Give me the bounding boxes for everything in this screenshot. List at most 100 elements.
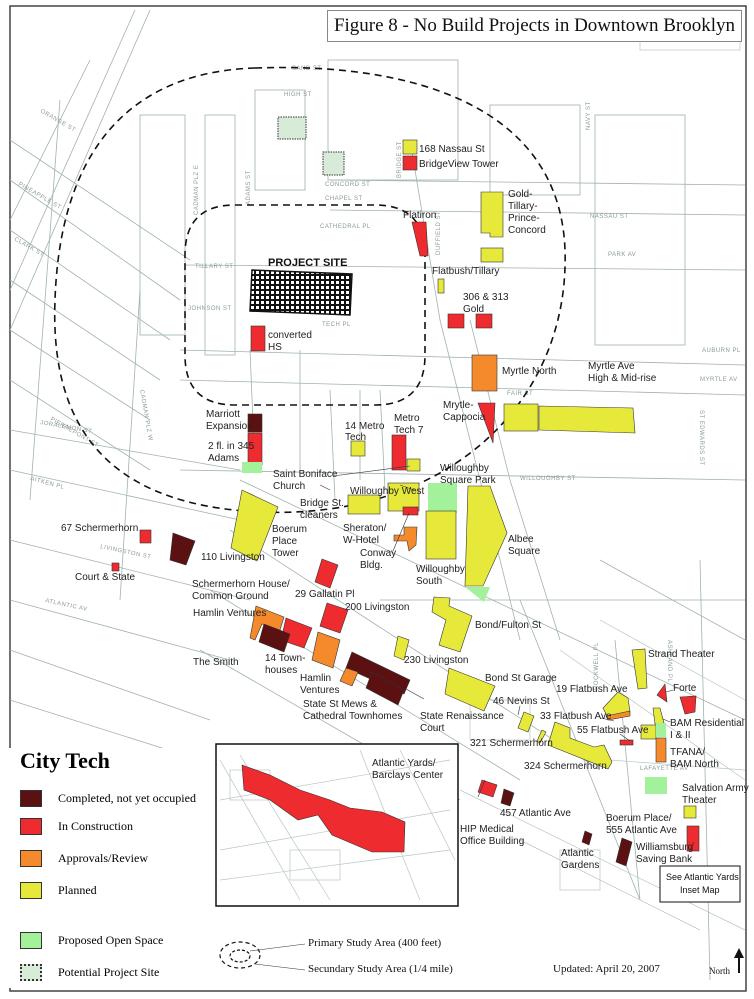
leader-lines xyxy=(319,465,695,851)
street-label: ADAMS ST xyxy=(246,170,252,205)
street-label: BRIDGE ST xyxy=(397,141,403,178)
parcel-bridge-st-cleaners xyxy=(347,494,381,515)
parcel-29-gallatin xyxy=(314,558,339,589)
parcel-hamlin-ventures xyxy=(311,631,341,669)
legend-item-construction: In Construction xyxy=(20,816,133,836)
label-metrotech-7: Tech 7 xyxy=(394,425,424,436)
parcel-46-nevins xyxy=(517,711,535,733)
label-555-atlantic: Boerum Place/ xyxy=(606,813,672,824)
legend-swatch xyxy=(20,817,42,835)
street-label: PARK AV xyxy=(608,252,636,258)
parcel-hip xyxy=(477,779,498,798)
label-willoughby-west: Willoughby West xyxy=(350,486,425,497)
street-label: TECH PL xyxy=(322,322,351,328)
parcel-14-metrotech xyxy=(350,440,366,457)
label-conway: Conway xyxy=(360,548,396,559)
label-atlantic-gardens: Gardens xyxy=(561,860,599,871)
label-state-st-mews: State St Mews & xyxy=(303,699,377,710)
label-williamsburg: Saving Bank xyxy=(636,854,693,865)
street-label: ROCKWELL PL xyxy=(594,642,600,690)
label-29-gallatin: 29 Gallatin Pl xyxy=(295,589,354,600)
parcel-court-state xyxy=(111,562,120,572)
inset-note[interactable]: See Atlantic Yards Inset Map xyxy=(659,865,741,903)
legend-item-potential: Potential Project Site xyxy=(20,962,159,982)
parcel-sheraton xyxy=(402,506,419,516)
potential-site xyxy=(322,151,345,176)
label-324-schermerhorn: 324 Schermerhorn xyxy=(524,761,607,772)
label-flatbush-tillary: Flatbush/Tillary xyxy=(432,266,499,277)
label-salvation-army: Salvation Army xyxy=(682,783,749,794)
label-converted-hs: HS xyxy=(268,342,282,353)
street-label: ST EDWARDS ST xyxy=(698,410,704,466)
label-110-livingston: 110 Livingston xyxy=(201,552,265,563)
potential-site xyxy=(277,116,307,140)
inset-note-line: Inset Map xyxy=(680,885,720,895)
label-converted-hs: converted xyxy=(268,330,312,341)
parcel-55-flatbush xyxy=(619,739,634,746)
label-willoughby-south: South xyxy=(416,576,442,587)
legend-title: City Tech xyxy=(20,748,110,773)
north-label: North xyxy=(709,966,730,976)
parcel-converted-hs xyxy=(250,325,266,352)
label-cappocia: Mrytle- xyxy=(443,400,474,411)
street-label: SAND ST xyxy=(292,66,322,72)
parcel-457-atlantic xyxy=(500,788,515,807)
label-boerum-tower: Boerum xyxy=(272,524,307,535)
label-myrtle-ave: High & Mid-rise xyxy=(588,373,657,384)
label-the-smith: The Smith xyxy=(193,657,239,668)
parcel-willoughby-square-park xyxy=(428,483,457,513)
parcel-bond-fulton xyxy=(431,596,473,653)
street-label: ASHLAND PL xyxy=(666,640,672,683)
parcel-open-space xyxy=(465,587,490,602)
label-willoughby-park: Willoughby xyxy=(440,463,489,474)
label-457-atlantic: 457 Atlantic Ave xyxy=(500,808,571,819)
legend-label: Proposed Open Space xyxy=(58,932,164,947)
parcel-conway xyxy=(393,526,418,552)
label-tfana: TFANA/ xyxy=(670,747,705,758)
street-label: CONCORD ST xyxy=(325,182,370,188)
street-label: JOHNSON ST xyxy=(188,306,232,312)
parcel-gold-tillary xyxy=(480,191,504,238)
project-site xyxy=(249,269,353,316)
label-bridge-cleaners: Bridge St. xyxy=(300,498,344,509)
legend-item-approvals: Approvals/Review xyxy=(20,848,148,868)
legend-label: Potential Project Site xyxy=(58,964,160,979)
parcel-state-renaissance xyxy=(339,667,359,687)
label-14-metrotech: 14 Metro xyxy=(345,421,385,432)
label-williamsburg: Williamsburg xyxy=(636,842,693,853)
label-boerum-tower: Place xyxy=(272,536,297,547)
label-boerum-tower: Tower xyxy=(272,548,299,559)
label-state-renaissance: State Renaissance xyxy=(420,711,504,722)
legend-swatch xyxy=(20,849,42,867)
legend: City Tech Completed, not yet occupied In… xyxy=(0,748,210,988)
label-schermerhorn-house: Common Ground xyxy=(192,591,269,602)
parcel-state-st-mews xyxy=(345,651,411,695)
label-willoughby-park: Square Park xyxy=(440,475,497,486)
legend-swatch xyxy=(20,881,42,899)
label-bam-residential: BAM Residential xyxy=(670,718,744,729)
legend-label: Approvals/Review xyxy=(58,850,148,865)
street-network xyxy=(9,9,746,981)
label-atlantic-yards: Barclays Center xyxy=(372,770,444,781)
label-court-state: Court & State xyxy=(75,572,135,583)
street-label: HIGH ST xyxy=(284,92,312,98)
street-label: TILLARY ST xyxy=(195,264,233,270)
label-myrtle-ave: Myrtle Ave xyxy=(588,361,635,372)
label-albee: Square xyxy=(508,546,541,557)
legend-item-planned: Planned xyxy=(20,880,97,900)
parcel-salvation-army xyxy=(683,805,697,819)
label-cappocia: Cappocia xyxy=(443,412,486,423)
legend-swatch xyxy=(20,931,42,949)
parcel-33-flatbush xyxy=(605,710,631,721)
label-306-gold: Gold xyxy=(463,304,484,315)
parcel-myrtle-ave xyxy=(538,405,636,434)
label-gold-tillary: Tillary- xyxy=(508,201,538,212)
street-label: DUFFIELD ST xyxy=(436,211,442,255)
label-gold-tillary: Concord xyxy=(508,225,546,236)
label-atlantic-yards: Atlantic Yards/ xyxy=(372,758,436,769)
label-state-renaissance: Court xyxy=(420,723,445,734)
label-55-flatbush: 55 Flatbush Ave xyxy=(577,725,649,736)
label-conway: Bldg. xyxy=(360,560,383,571)
label-marriott: Expansion xyxy=(206,421,253,432)
parcel-willoughby-south xyxy=(425,510,457,560)
